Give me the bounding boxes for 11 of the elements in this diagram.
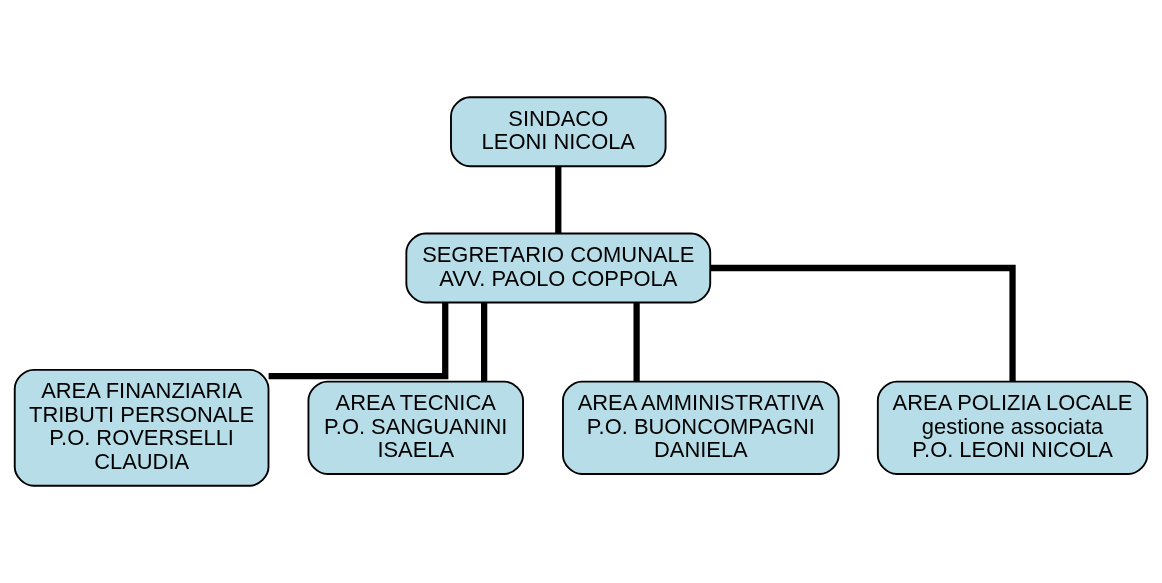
connector bbox=[481, 302, 488, 382]
connector bbox=[555, 166, 562, 234]
connector bbox=[268, 302, 449, 380]
connector bbox=[710, 264, 1016, 382]
node-box: AREA POLIZIA LOCALE gestione associata P.O. LEONI NICOLA bbox=[876, 380, 1149, 475]
node-box: AREA TECNICA P.O. SANGUANINI ISAELA bbox=[307, 380, 524, 475]
node-box: AREA AMMINISTRATIVA P.O. BUONCOMPAGNI DANIELA bbox=[562, 380, 840, 475]
node-box: AREA FINANZIARIA TRIBUTI PERSONALE P.O. ROVERSELLI CLAUDIA bbox=[13, 368, 270, 487]
node-box: SEGRETARIO COMUNALE AVV. PAOLO COPPOLA bbox=[405, 232, 712, 304]
node-box: SINDACO LEONI NICOLA bbox=[450, 96, 667, 168]
connector bbox=[633, 302, 640, 382]
